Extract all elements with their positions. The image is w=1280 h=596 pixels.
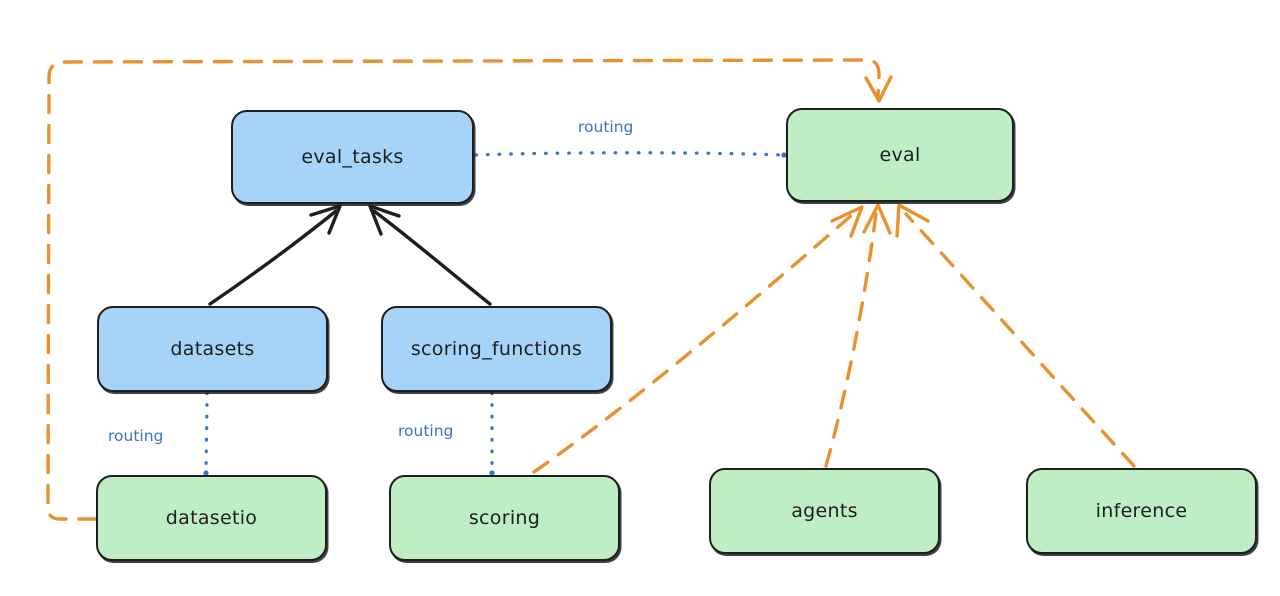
node-label: inference (1095, 500, 1188, 522)
node-label: datasets (170, 338, 255, 360)
node-scoring[interactable]: scoring (389, 475, 620, 561)
edge-datasetio-to-eval (46, 58, 893, 521)
node-eval-tasks[interactable]: eval_tasks (231, 110, 474, 204)
edge-scoring-to-eval (532, 205, 864, 474)
node-label: scoring_functions (410, 338, 583, 360)
node-eval[interactable]: eval (786, 108, 1014, 202)
node-inference[interactable]: inference (1026, 468, 1257, 554)
edge-datasets-to-eval_tasks (208, 204, 342, 306)
node-label: agents (791, 500, 858, 522)
node-agents[interactable]: agents (709, 468, 940, 554)
edge-label-routing-datasets-datasetio: routing (108, 427, 164, 445)
edge-scoring_functions-to-scoring (489, 391, 495, 476)
node-label: eval (879, 144, 921, 166)
edge-label-routing-scoring-functions-scoring: routing (398, 422, 454, 440)
node-datasetio[interactable]: datasetio (96, 475, 327, 561)
node-label: datasetio (165, 507, 258, 529)
node-label: scoring (468, 507, 541, 529)
node-scoring-functions[interactable]: scoring_functions (381, 306, 612, 392)
edge-datasets-to-datasetio (203, 391, 209, 476)
edge-agents-to-eval (824, 203, 892, 468)
edge-scoring_functions-to-eval_tasks (368, 204, 492, 306)
edge-label-routing-eval-tasks-eval: routing (578, 118, 634, 136)
edge-eval_tasks-to-eval (474, 151, 787, 158)
node-label: eval_tasks (301, 146, 404, 168)
edge-inference-to-eval (895, 203, 1136, 468)
node-datasets[interactable]: datasets (97, 306, 328, 392)
